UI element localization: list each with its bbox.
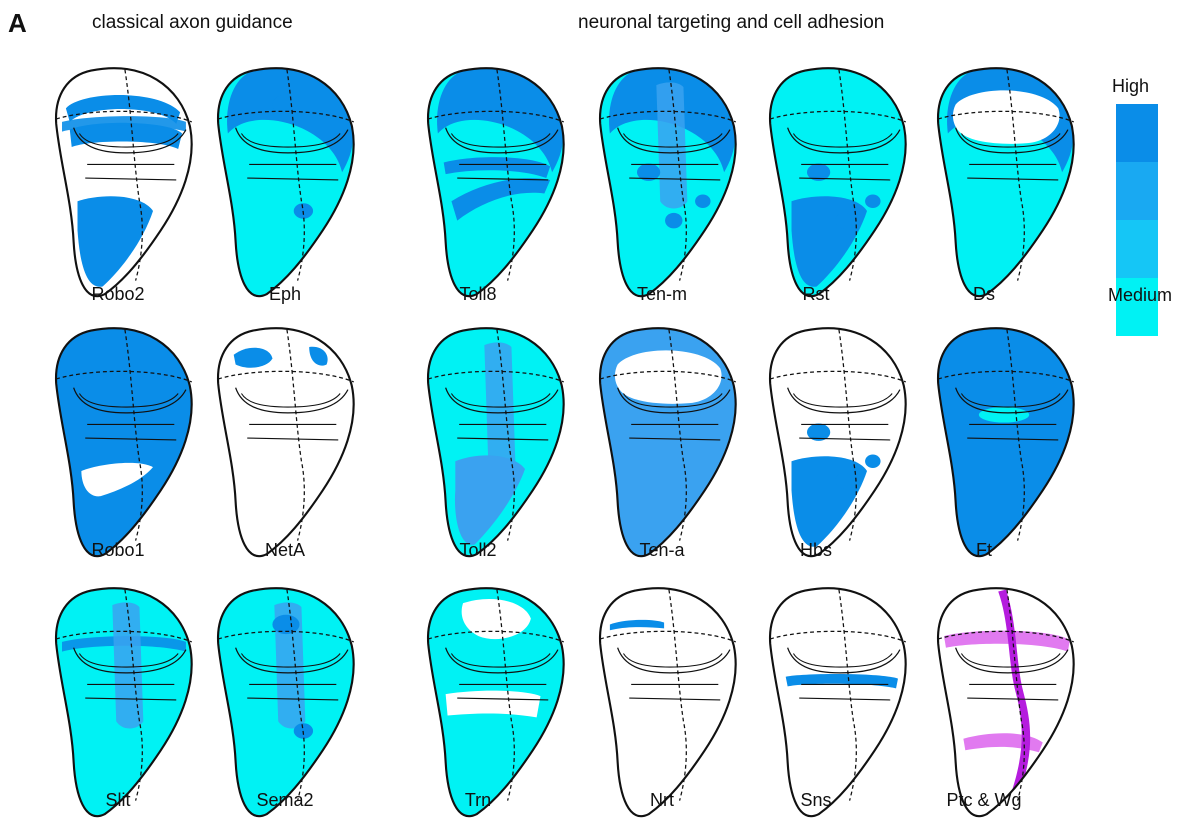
imaginal-disc-sns (762, 578, 912, 825)
panel-letter: A (8, 8, 27, 38)
disc-label: NetA (264, 540, 306, 560)
imaginal-disc-trn (420, 578, 570, 825)
expression-legend: High Medium (1098, 76, 1188, 336)
disc-label: Eph (268, 284, 302, 304)
disc-label: Robo1 (91, 540, 145, 560)
legend-segment (1116, 278, 1158, 336)
disc-label: Slit (105, 790, 131, 810)
legend-segment (1116, 220, 1158, 278)
section-title-targeting: neuronal targeting and cell adhesion (578, 12, 885, 33)
imaginal-disc-neta (210, 318, 360, 565)
disc-label: Ten-a (639, 540, 685, 560)
disc-label: Nrt (650, 790, 674, 810)
disc-label: Ft (976, 540, 992, 560)
imaginal-disc-robo1 (48, 318, 198, 565)
disc-label: Ptc & Wg (946, 790, 1022, 810)
disc-label: Ten-m (636, 284, 687, 304)
disc-label: Toll2 (459, 540, 497, 560)
imaginal-disc-ptc-wg (930, 578, 1080, 825)
imaginal-disc-slit (48, 578, 198, 825)
section-title-classical: classical axon guidance (92, 12, 293, 33)
imaginal-disc-toll8 (420, 58, 570, 305)
imaginal-disc-robo2 (48, 58, 198, 305)
imaginal-disc-ten-a (592, 318, 742, 565)
disc-label: Robo2 (91, 284, 145, 304)
legend-color-bar (1116, 104, 1158, 336)
legend-medium-label: Medium (1108, 285, 1173, 305)
legend-segment (1116, 162, 1158, 220)
disc-label: Rst (802, 284, 830, 304)
disc-label: Trn (464, 790, 492, 810)
imaginal-disc-ten-m (592, 58, 742, 305)
legend-high-label: High (1112, 76, 1150, 96)
imaginal-disc-rst (762, 58, 912, 305)
imaginal-disc-hbs (762, 318, 912, 565)
imaginal-disc-sema2 (210, 578, 360, 825)
imaginal-disc-ds (930, 58, 1080, 305)
legend-segment (1116, 104, 1158, 162)
imaginal-disc-eph (210, 58, 360, 305)
disc-label: Sema2 (256, 790, 314, 810)
imaginal-disc-ft (930, 318, 1080, 565)
disc-label: Sns (800, 790, 832, 810)
disc-label: Ds (973, 284, 995, 304)
disc-label: Hbs (799, 540, 832, 560)
imaginal-disc-toll2 (420, 318, 570, 565)
imaginal-disc-nrt (592, 578, 742, 825)
disc-label: Toll8 (459, 284, 497, 304)
